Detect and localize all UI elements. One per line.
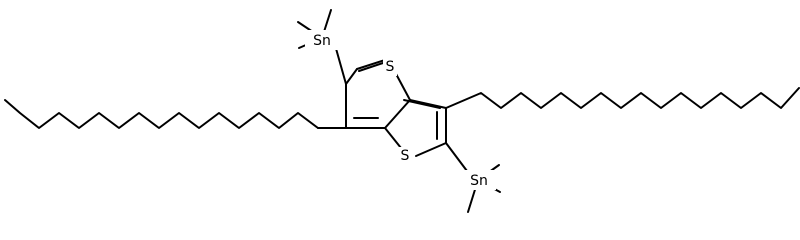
thienothiophene-core <box>317 44 468 172</box>
chemical-structure: Sn Sn S S <box>4 9 800 213</box>
right-decyl-chain <box>445 87 800 109</box>
bottom-trimethyltin-group: Sn <box>462 164 501 213</box>
s-top-label: S <box>386 59 395 75</box>
left-decyl-chain <box>4 99 319 129</box>
sn-bottom-label: Sn <box>470 173 488 189</box>
top-trimethyltin-group: Sn <box>297 9 339 50</box>
s-top-atom: S <box>383 58 397 76</box>
s-bottom-label: S <box>401 148 410 164</box>
s-bottom-atom: S <box>398 147 412 165</box>
sn-top-label: Sn <box>313 33 331 49</box>
